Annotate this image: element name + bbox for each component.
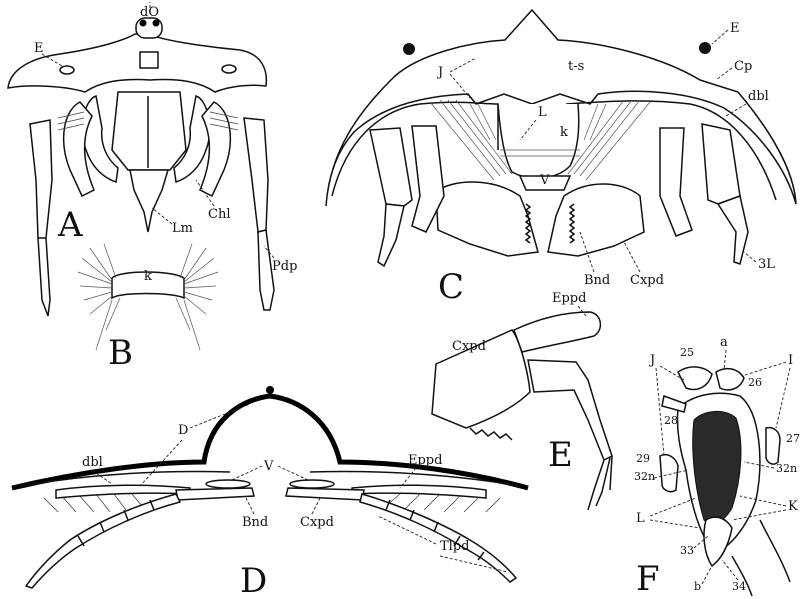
fig-d-label-Tlpd: Tlpd — [440, 539, 469, 554]
fig-e-tip — [588, 456, 612, 510]
fig-f-label-28: 28 — [664, 414, 678, 427]
fig-c-label-t-s: t-s — [568, 59, 584, 74]
fig-a-lateral-eye-right — [222, 65, 236, 73]
fig-c-label-E: E — [730, 21, 740, 36]
fig-a-outer-leg-right — [244, 118, 268, 232]
fig-e-label-Cxpd: Cxpd — [452, 339, 486, 354]
fig-f-limb-right — [766, 428, 780, 464]
fig-c-label-dbl: dbl — [748, 89, 769, 104]
fig-f-label-32n-left: 32n — [634, 470, 655, 483]
fig-d-letter: D — [240, 561, 267, 599]
fig-b-label-k: k — [144, 269, 152, 284]
fig-c-eye-left — [403, 43, 415, 55]
fig-f-appendage-26 — [716, 369, 744, 390]
fig-c-leg-left-distal — [378, 204, 404, 266]
fig-c-leg-right — [702, 124, 740, 204]
figure-b: k B — [78, 244, 218, 373]
fig-c-leg-left — [370, 128, 412, 206]
fig-c-coxa-left — [436, 182, 538, 256]
fig-a-body — [112, 92, 186, 170]
fig-e-epipodite — [514, 312, 600, 352]
fig-d-ventral-plate-left — [206, 480, 250, 488]
fig-c-label-V: V — [539, 173, 550, 188]
fig-c-label-Cxpd: Cxpd — [630, 273, 664, 288]
fig-d-label-V: V — [263, 459, 274, 474]
fig-f-label-33: 33 — [680, 544, 694, 557]
fig-c-label-Cp: Cp — [734, 59, 752, 74]
fig-f-label-34: 34 — [732, 580, 746, 593]
fig-a-labrum — [140, 52, 158, 68]
fig-d-label-D: D — [178, 423, 188, 438]
fig-c-label-J: J — [436, 65, 443, 80]
fig-a-label-dO: dO — [140, 5, 159, 20]
fig-e-gnathobase — [470, 428, 512, 440]
fig-d-coxa-right — [286, 488, 364, 500]
fig-c-label-3L: 3L — [758, 257, 775, 272]
fig-f-label-25: 25 — [680, 346, 694, 359]
fig-f-appendage-25 — [678, 367, 712, 390]
fig-f-label-27: 27 — [786, 432, 800, 445]
fig-f-label-b: b — [694, 580, 701, 593]
fig-d-label-Bnd: Bnd — [242, 515, 268, 530]
fig-d-label-dbl: dbl — [82, 455, 103, 470]
fig-a-outer-leg-left — [30, 120, 52, 238]
fig-d-coxa-left — [176, 488, 254, 500]
fig-a-label-Chl: Chl — [208, 207, 230, 222]
fig-a-label-E: E — [34, 41, 44, 56]
fig-f-label-26: 26 — [748, 376, 762, 389]
fig-e-label-Eppd: Eppd — [552, 291, 586, 306]
fig-f-label-I: I — [788, 353, 793, 368]
figure-c: E J t-s Cp dbl L k V Bnd Cxpd 3L C — [326, 10, 796, 307]
fig-c-eye-right — [699, 42, 711, 54]
fig-c-podomere-right — [660, 128, 692, 236]
fig-f-label-29: 29 — [636, 452, 650, 465]
fig-d-epipodite-right — [352, 485, 486, 498]
fig-f-label-L: L — [636, 511, 645, 526]
fig-e-letter: E — [548, 435, 573, 475]
fig-a-label-Pdp: Pdp — [272, 259, 297, 274]
fig-b-letter: B — [108, 333, 133, 373]
figure-f: J a I 25 26 28 27 29 32n 32n L K 33 b 34… — [634, 335, 800, 599]
fig-c-coxa-right — [548, 184, 644, 256]
fig-d-label-Eppd: Eppd — [408, 453, 442, 468]
fig-f-label-K: K — [788, 499, 798, 514]
fig-f-appendage-28 — [662, 396, 686, 412]
fig-c-label-k: k — [560, 125, 568, 140]
fig-f-lower-lobe — [704, 517, 732, 566]
fig-a-carapace — [8, 34, 266, 92]
fig-a-mouth-cone — [130, 170, 168, 232]
fig-d-telopodite-right — [360, 494, 516, 582]
fig-a-ocellus-right — [153, 20, 160, 27]
fig-d-dorsal-organ — [266, 386, 274, 394]
fig-a-outer-leg-left-tip — [38, 238, 50, 316]
fig-d-ventral-plate-right — [290, 480, 334, 488]
fig-b-bristles — [78, 244, 218, 350]
fig-c-label-L: L — [538, 105, 547, 120]
fig-a-lateral-eye-left — [60, 66, 74, 74]
fig-c-letter: C — [438, 267, 464, 307]
fig-f-letter: F — [636, 559, 660, 599]
fig-f-label-a: a — [720, 335, 728, 350]
fig-c-label-Bnd: Bnd — [584, 273, 610, 288]
fig-d-telopodite-left — [26, 494, 180, 588]
fig-c-leg-right-distal — [718, 196, 748, 264]
fig-a-label-Lm: Lm — [172, 221, 193, 236]
fig-d-label-Cxpd: Cxpd — [300, 515, 334, 530]
fig-a-ocellus-left — [140, 20, 147, 27]
fig-f-label-J: J — [648, 353, 655, 368]
fig-a-letter: A — [57, 205, 83, 245]
fig-d-hatching — [44, 494, 500, 512]
figure-a: dO E Lm Chl Pdp A — [8, 2, 297, 316]
fig-f-label-32n-right: 32n — [776, 462, 797, 475]
